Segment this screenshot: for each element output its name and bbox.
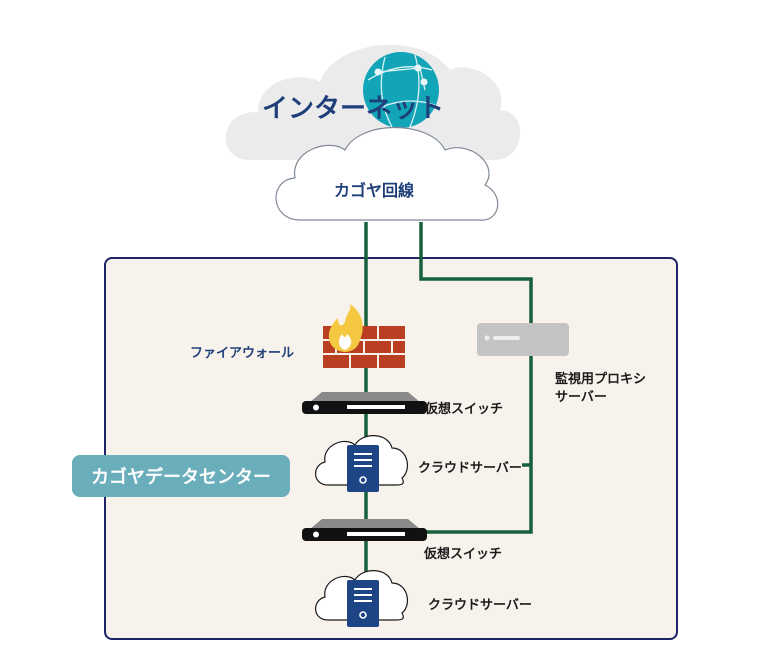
isp-cloud	[275, 126, 499, 221]
firewall-icon	[323, 304, 405, 368]
server1-label: クラウドサーバー	[418, 461, 522, 476]
datacenter-label: カゴヤデータセンター	[91, 467, 271, 488]
switch1-label: 仮想スイッチ	[425, 402, 504, 417]
firewall-label: ファイアウォール	[190, 346, 295, 361]
proxy-line	[419, 222, 533, 534]
cloud-server-icon-2	[315, 570, 409, 627]
isp-label: カゴヤ回線	[334, 181, 415, 200]
proxy-label-line1: 監視用プロキシ	[555, 372, 647, 387]
globe-icon	[363, 52, 439, 128]
virtual-switch-icon-1	[302, 392, 427, 414]
virtual-switch-icon-2	[302, 519, 427, 541]
switch2-label: 仮想スイッチ	[424, 547, 503, 562]
server2-label: クラウドサーバー	[428, 598, 532, 613]
cloud-server-icon-1	[315, 435, 409, 492]
proxy-label-line2: サーバー	[555, 390, 607, 405]
datacenter-badge: カゴヤデータセンター	[72, 455, 290, 497]
proxy-server-icon	[477, 323, 569, 356]
internet-label: インターネット	[262, 94, 445, 124]
